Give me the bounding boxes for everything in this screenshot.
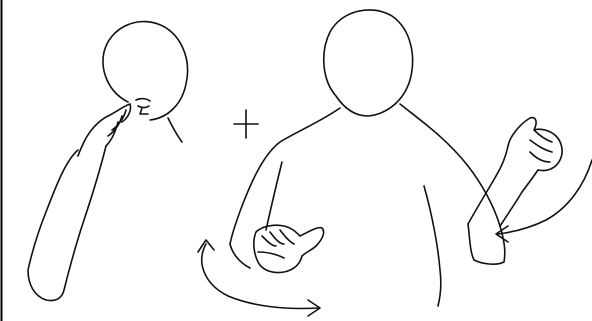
figure-two-left-hand — [254, 225, 324, 272]
figure-two — [198, 10, 592, 316]
figure-two-right-forearm — [468, 146, 538, 226]
rotation-arrow-left-head-top — [198, 240, 214, 252]
plus-sign — [234, 110, 258, 138]
figure-one-neck — [168, 118, 182, 142]
figure-one — [28, 22, 188, 301]
figure-two-torso — [230, 104, 500, 244]
figure-two-left-side — [266, 162, 282, 230]
figure-one-mouth — [136, 99, 150, 114]
figure-two-head — [324, 10, 413, 116]
figure-one-hand — [78, 104, 131, 156]
figure-one-head — [103, 22, 188, 120]
figure-two-right-arm — [468, 224, 505, 264]
figure-two-right-hand — [508, 118, 562, 171]
figure-two-right-side — [424, 186, 441, 306]
figure-two-left-arm — [230, 244, 250, 268]
figure-one-forearm — [28, 146, 106, 301]
rotation-arrow-left — [202, 244, 318, 309]
